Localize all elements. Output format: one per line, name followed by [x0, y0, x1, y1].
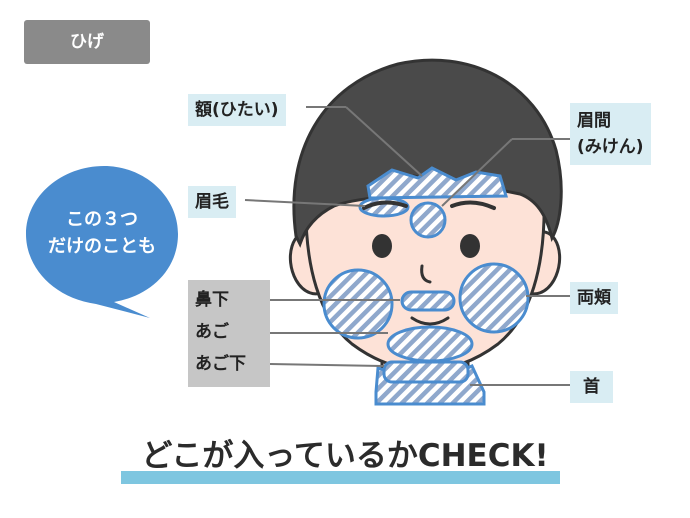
forehead-zone — [366, 166, 509, 200]
footer-underline — [121, 471, 560, 484]
left-cheek-zone — [322, 268, 394, 340]
bubble-text: この３つ だけのことも — [22, 206, 182, 260]
category-tag: ひげ — [24, 20, 150, 64]
under-nose-zone — [400, 290, 456, 312]
speech-bubble — [26, 166, 178, 318]
label-chin: あご — [195, 322, 229, 342]
footer-heading: どこが入っているかCHECK! — [141, 438, 549, 474]
label-under-nose: 鼻下 — [195, 290, 229, 310]
bubble-line-2: だけのことも — [48, 236, 156, 257]
gray-label-box — [188, 280, 270, 387]
left-eye — [372, 234, 392, 258]
glabella-zone — [409, 201, 447, 239]
label-cheeks: 両頬 — [570, 282, 618, 314]
hair — [292, 58, 563, 248]
right-cheek-zone — [458, 262, 530, 334]
mouth — [410, 316, 450, 326]
label-glabella: 眉間 (みけん) — [570, 103, 651, 165]
nose — [420, 264, 432, 284]
label-under-chin: あご下 — [195, 354, 246, 374]
right-eye — [460, 234, 480, 258]
label-forehead: 額(ひたい) — [188, 94, 286, 126]
label-eyebrows: 眉毛 — [188, 186, 236, 218]
neck-zone — [382, 360, 470, 384]
chin-zone — [386, 325, 474, 363]
bubble-line-1: この３つ — [66, 209, 138, 230]
label-glabella-line1: 眉間 — [577, 111, 611, 131]
label-neck: 首 — [570, 371, 613, 403]
label-glabella-line2: (みけん) — [577, 137, 644, 157]
